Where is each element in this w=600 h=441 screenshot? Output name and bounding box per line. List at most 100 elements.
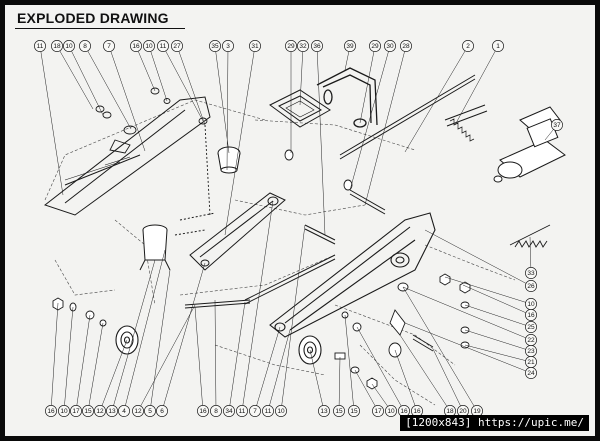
- left-arm-bracket: [43, 96, 211, 216]
- callout-number: 31: [251, 43, 259, 50]
- callout-circle: [344, 40, 356, 52]
- callout-circle: [525, 280, 537, 292]
- part-callout-32: 32: [297, 40, 309, 52]
- callout-number: 29: [371, 43, 379, 50]
- part-callout-16: 16: [525, 309, 537, 321]
- part-callout-15: 15: [82, 405, 94, 417]
- part-callout-13: 13: [106, 405, 118, 417]
- part-callout-34: 34: [223, 405, 235, 417]
- callout-circle: [130, 40, 142, 52]
- callout-circle: [236, 405, 248, 417]
- leader-line: [226, 45, 229, 171]
- watermark-badge: [1200x843] https://upic.me/: [400, 415, 589, 431]
- leader-line: [149, 269, 171, 412]
- callout-circle: [285, 40, 297, 52]
- callout-number: 16: [400, 408, 408, 415]
- handle-bracket: [316, 67, 378, 128]
- small-parts-right: [284, 149, 471, 390]
- part-callout-5: 5: [144, 405, 156, 417]
- leader-lines: [39, 45, 558, 412]
- leader-line: [137, 304, 196, 412]
- part-callout-20: 20: [457, 405, 469, 417]
- leader-line: [162, 45, 204, 122]
- callout-circle: [525, 367, 537, 379]
- leader-line: [214, 45, 230, 154]
- callout-number: 12: [134, 408, 142, 415]
- part-callout-23: 23: [525, 345, 537, 357]
- callout-circle: [63, 40, 75, 52]
- callout-circle: [144, 405, 156, 417]
- callout-circle: [525, 267, 537, 279]
- callout-circle: [333, 405, 345, 417]
- leader-line: [399, 334, 451, 412]
- part-callout-7: 7: [103, 40, 115, 52]
- callout-number: 18: [446, 408, 454, 415]
- callout-number: 25: [527, 324, 535, 331]
- leader-line: [432, 348, 464, 412]
- leader-line: [364, 45, 407, 206]
- callout-number: 16: [47, 408, 55, 415]
- callout-number: 29: [287, 43, 295, 50]
- callout-circle: [297, 40, 309, 52]
- part-callout-29: 29: [369, 40, 381, 52]
- part-callout-19: 19: [471, 405, 483, 417]
- part-callout-10: 10: [385, 405, 397, 417]
- leader-line: [99, 339, 128, 412]
- part-callout-4: 4: [118, 405, 130, 417]
- callout-circle: [70, 405, 82, 417]
- leader-line: [176, 45, 206, 126]
- callout-circle: [223, 405, 235, 417]
- callout-number: 39: [346, 43, 354, 50]
- callout-circle: [143, 40, 155, 52]
- part-callout-35: 35: [209, 40, 221, 52]
- leader-line: [404, 322, 532, 374]
- leader-line: [394, 349, 418, 412]
- callout-number: 33: [527, 270, 535, 277]
- callout-number: 10: [145, 43, 153, 50]
- drawing-title: EXPLODED DRAWING: [17, 10, 169, 26]
- part-callout-10: 10: [525, 298, 537, 310]
- callout-number: 10: [527, 301, 535, 308]
- callout-circle: [94, 405, 106, 417]
- callout-circle: [82, 405, 94, 417]
- callout-number: 4: [122, 408, 126, 415]
- callout-circle: [525, 321, 537, 333]
- leader-line: [75, 314, 91, 412]
- part-callout-16: 16: [130, 40, 142, 52]
- leader-line: [241, 200, 274, 412]
- callout-number: 8: [83, 43, 87, 50]
- callout-number: 16: [199, 408, 207, 415]
- part-callout-12: 12: [132, 405, 144, 417]
- part-callout-29: 29: [285, 40, 297, 52]
- callout-circle: [51, 40, 63, 52]
- callout-number: 10: [387, 408, 395, 415]
- callout-number: 22: [527, 337, 535, 344]
- callout-circle: [209, 40, 221, 52]
- leader-line: [356, 326, 405, 412]
- part-callout-22: 22: [525, 334, 537, 346]
- callout-circle: [525, 309, 537, 321]
- leader-line: [444, 276, 532, 305]
- callout-number: 23: [527, 348, 535, 355]
- leader-line: [309, 349, 325, 412]
- part-callout-1: 1: [492, 40, 504, 52]
- callout-number: 13: [108, 408, 116, 415]
- leader-line: [464, 329, 532, 352]
- assembly-guide-lines: [44, 99, 516, 406]
- leader-line: [280, 224, 306, 412]
- leader-line: [39, 45, 64, 196]
- callout-circle: [385, 405, 397, 417]
- part-callout-2: 2: [462, 40, 474, 52]
- callout-circle: [400, 40, 412, 52]
- callout-circle: [79, 40, 91, 52]
- leader-line: [349, 45, 391, 191]
- part-callout-24: 24: [525, 367, 537, 379]
- callout-circle: [34, 40, 46, 52]
- part-callout-16: 16: [45, 405, 57, 417]
- callout-number: 32: [299, 43, 307, 50]
- callout-number: 27: [173, 43, 181, 50]
- callout-number: 30: [386, 43, 394, 50]
- callout-number: 28: [402, 43, 410, 50]
- leader-line: [254, 326, 281, 412]
- callout-number: 5: [148, 408, 152, 415]
